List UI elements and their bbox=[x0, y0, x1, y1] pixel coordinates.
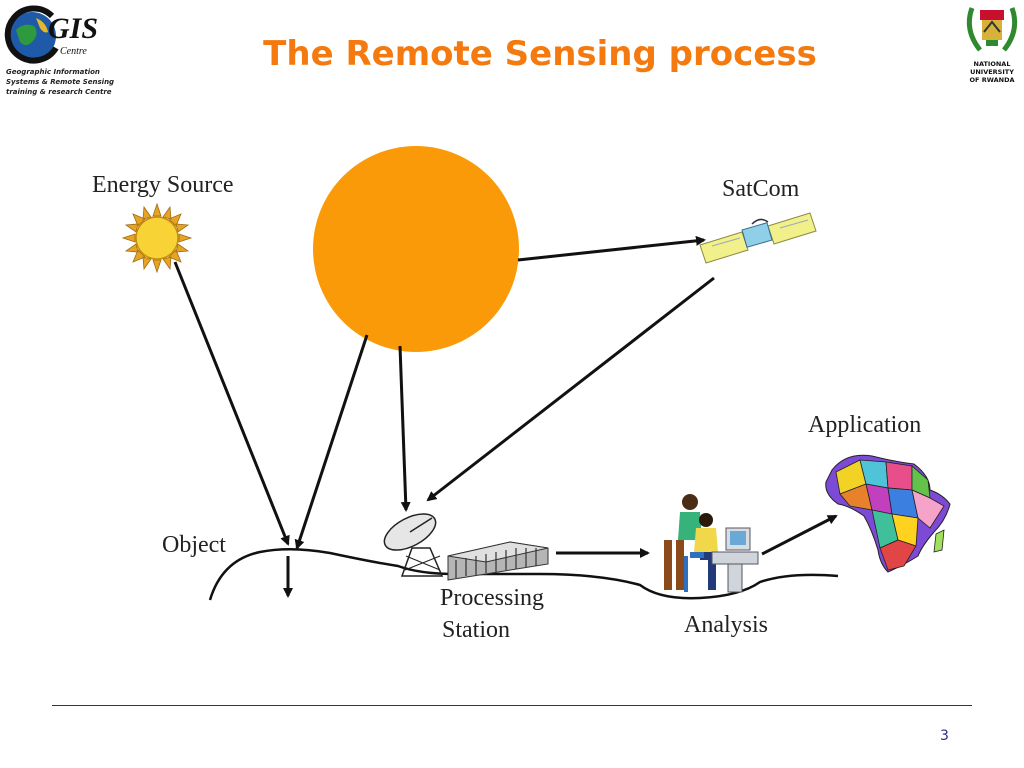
page-title: The Remote Sensing process bbox=[263, 34, 817, 74]
arrow-sun-to-station bbox=[398, 345, 411, 512]
page-number: 3 bbox=[940, 728, 949, 744]
big-sun-circle bbox=[313, 146, 519, 352]
label-energy-source: Energy Source bbox=[92, 172, 234, 198]
label-analysis: Analysis bbox=[684, 612, 768, 638]
arrow-sun-to-object bbox=[294, 334, 369, 550]
footer-rule bbox=[52, 705, 972, 706]
arrow-source-to-object bbox=[173, 261, 290, 546]
dish-antenna-icon bbox=[383, 513, 444, 577]
analysts-at-computer-icon bbox=[664, 494, 759, 593]
processing-building-icon bbox=[447, 541, 549, 581]
arrow-sun-to-satellite bbox=[517, 235, 706, 262]
university-crest-icon bbox=[966, 7, 1018, 52]
label-satcom: SatCom bbox=[722, 176, 800, 202]
label-object: Object bbox=[162, 532, 226, 558]
cgis-subtitle-1: Geographic Information bbox=[6, 68, 100, 76]
cgis-subtitle-2: Systems & Remote Sensing bbox=[6, 78, 115, 86]
cgis-wordmark: GIS bbox=[48, 12, 99, 45]
label-station: Station bbox=[442, 617, 511, 643]
globe-logo-icon bbox=[4, 5, 59, 64]
cgis-logo: GIS Centre Geographic Information System… bbox=[4, 4, 114, 96]
africa-map-icon bbox=[825, 454, 951, 573]
cgis-subtitle-3: training & research Centre bbox=[6, 88, 112, 96]
label-processing: Processing bbox=[440, 585, 544, 611]
nur-line-2: UNIVERSITY bbox=[970, 68, 1014, 76]
ground-line bbox=[208, 547, 839, 601]
small-sun-icon bbox=[121, 202, 193, 274]
satellite-icon bbox=[699, 212, 817, 264]
process-arrows bbox=[173, 235, 838, 598]
arrow-satellite-to-station bbox=[426, 276, 715, 502]
nur-line-1: NATIONAL bbox=[973, 60, 1011, 68]
nur-line-3: OF RWANDA bbox=[969, 76, 1015, 84]
cgis-script: Centre bbox=[60, 46, 87, 57]
arrow-analysis-to-application bbox=[761, 514, 838, 556]
nur-logo: NATIONAL UNIVERSITY OF RWANDA bbox=[962, 2, 1022, 84]
label-application: Application bbox=[808, 412, 922, 438]
